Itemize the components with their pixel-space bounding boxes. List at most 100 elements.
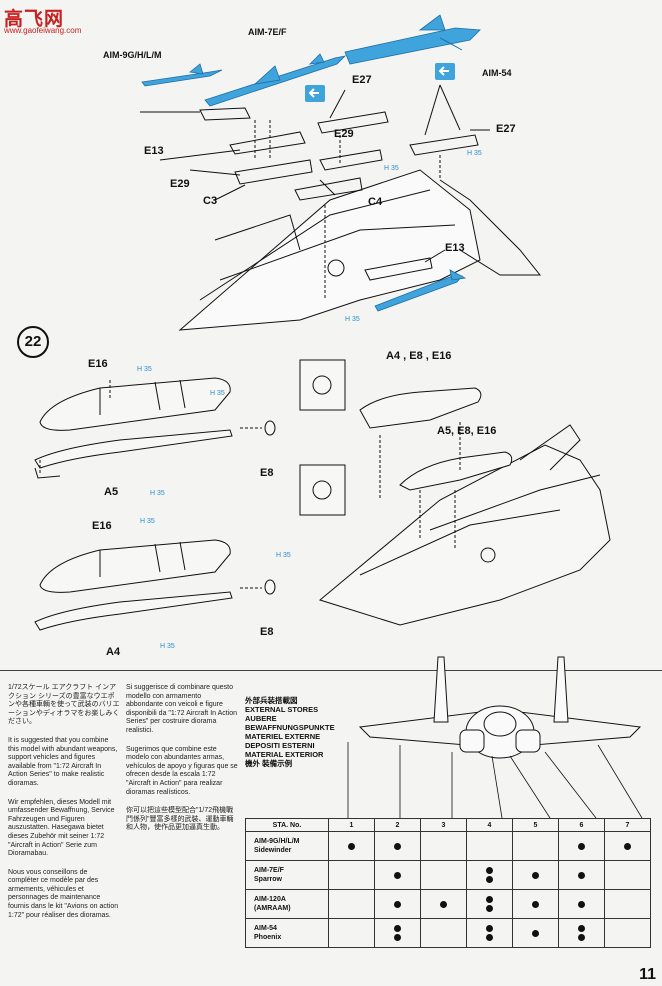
station-cell [558,831,605,861]
weapon-name-cell: AIM-9G/H/L/M Sidewinder [245,831,329,861]
paint-h35-h: H 35 [160,643,175,650]
text-column-left: 1/72スケール エアクラフト インアクション シリーズの豊富なウエポンや各種車… [8,684,120,930]
part-e29-a: E29 [334,128,354,140]
station-cell [374,860,421,890]
external-stores-heading: 外部兵装搭載図 EXTERNAL STORES AUBERE BEWAFFNUN… [245,696,335,768]
part-e13-a: E13 [144,145,164,157]
station-cell [512,860,559,890]
part-e16-b: E16 [92,520,112,532]
part-e16-a: E16 [88,358,108,370]
station-cell [558,918,605,948]
watermark-logo: 高飞网 [4,8,65,30]
station-5: 5 [512,818,559,832]
paint-h35-a: H 35 [384,165,399,172]
station-cell [604,918,651,948]
station-cell [512,831,559,861]
part-a5: A5 [104,486,119,498]
station-cell [420,860,467,890]
step-number: 22 [17,326,49,358]
load-dot [532,900,539,908]
part-combo-a5: A5, E8, E16 [437,425,497,437]
text-japanese: 1/72スケール エアクラフト インアクション シリーズの豊富なウエポンや各種車… [8,684,120,726]
table-header-row: STA. No. 1 2 3 4 5 6 7 [245,818,651,832]
station-cell [558,860,605,890]
label-phoenix: AIM-54 [482,68,512,78]
load-dot [486,934,493,941]
external-stores-table: STA. No. 1 2 3 4 5 6 7 AIM-9G/H/L/M Sidew… [245,818,651,948]
load-dot [578,842,585,850]
label-sidewinder: AIM-9G/H/L/M [103,50,162,60]
text-spanish: Sugerimos que combine este modelo con ab… [126,745,238,796]
station-cell [374,889,421,919]
weapon-name: AIM-9G/H/L/M [254,838,300,845]
part-a4: A4 [106,646,121,658]
text-french: Nous vous conseillons de compléter ce mo… [8,868,119,919]
sta-header: STA. No. [245,818,329,832]
table-row: AIM-7E/F Sparrow [245,860,651,890]
load-dot [578,925,585,932]
weapon-name-cell: AIM-120A(AMRAAM) [245,889,329,919]
text-column-right: Si suggerisce di combinare questo modell… [126,684,240,843]
weapon-subname: Sparrow [254,876,283,883]
station-7: 7 [604,818,651,832]
station-cell [374,831,421,861]
paint-h35-i: H 35 [210,390,225,397]
page-number: 11 [639,966,656,983]
text-italian: Si suggerisce di combinare questo modell… [126,684,238,734]
weapon-name: AIM-54 [254,925,277,932]
load-dot [578,934,585,941]
station-4: 4 [466,818,513,832]
station-cell [604,860,651,890]
station-cell [604,831,651,861]
station-cell [420,889,467,919]
weapon-subname: Sidewinder [254,847,292,854]
part-c3: C3 [203,195,218,207]
missile-assembly-diagram [140,14,542,331]
part-e27-a: E27 [352,74,372,86]
station-3: 3 [420,818,467,832]
text-german: Wir empfehlen, dieses Modell mit umfasse… [8,798,115,858]
station-cell [604,889,651,919]
part-e29-b: E29 [170,178,190,190]
part-e8-b: E8 [260,626,274,638]
station-cell [328,831,375,861]
station-cell [328,918,375,948]
weapon-name: AIM-7E/F [254,867,284,874]
load-dot [624,842,631,850]
part-c4: C4 [368,196,383,208]
part-e27-b: E27 [496,123,516,135]
weapon-name-cell: AIM-7E/F Sparrow [245,860,329,890]
section-divider [0,670,662,671]
load-dot [394,871,401,879]
front-view-aircraft [347,656,643,818]
paint-h35-e: H 35 [150,490,165,497]
station-cell [328,889,375,919]
load-dot [394,842,401,850]
station-cell [374,918,421,948]
text-chinese: 你可以把這些模型配合"1/72飛機戰鬥係列"豐富多樣的武裝、運動車輛和人物，使作… [126,807,234,832]
load-dot [578,900,585,908]
load-dot [578,871,585,879]
label-sparrow: AIM-7E/F [248,27,287,37]
load-dot [394,925,401,932]
load-dot [486,925,493,932]
text-english: It is suggested that you combine this mo… [8,736,118,787]
load-dot [440,900,447,908]
station-2: 2 [374,818,421,832]
station-cell [512,889,559,919]
paint-h35-g: H 35 [276,552,291,559]
watermark-url: www.gaofeiwang.com [4,26,82,35]
fuel-tank-diagram [34,359,611,631]
station-6: 6 [558,818,605,832]
part-combo-a4: A4 , E8 , E16 [386,350,452,362]
load-dot [486,876,493,883]
weapon-subname: Phoenix [254,934,282,941]
paint-h35-d: H 35 [137,366,152,373]
station-cell [466,889,513,919]
table-row: AIM-120A(AMRAAM) [245,889,651,919]
part-e13-b: E13 [445,242,465,254]
station-cell [420,918,467,948]
load-dot [532,929,539,937]
